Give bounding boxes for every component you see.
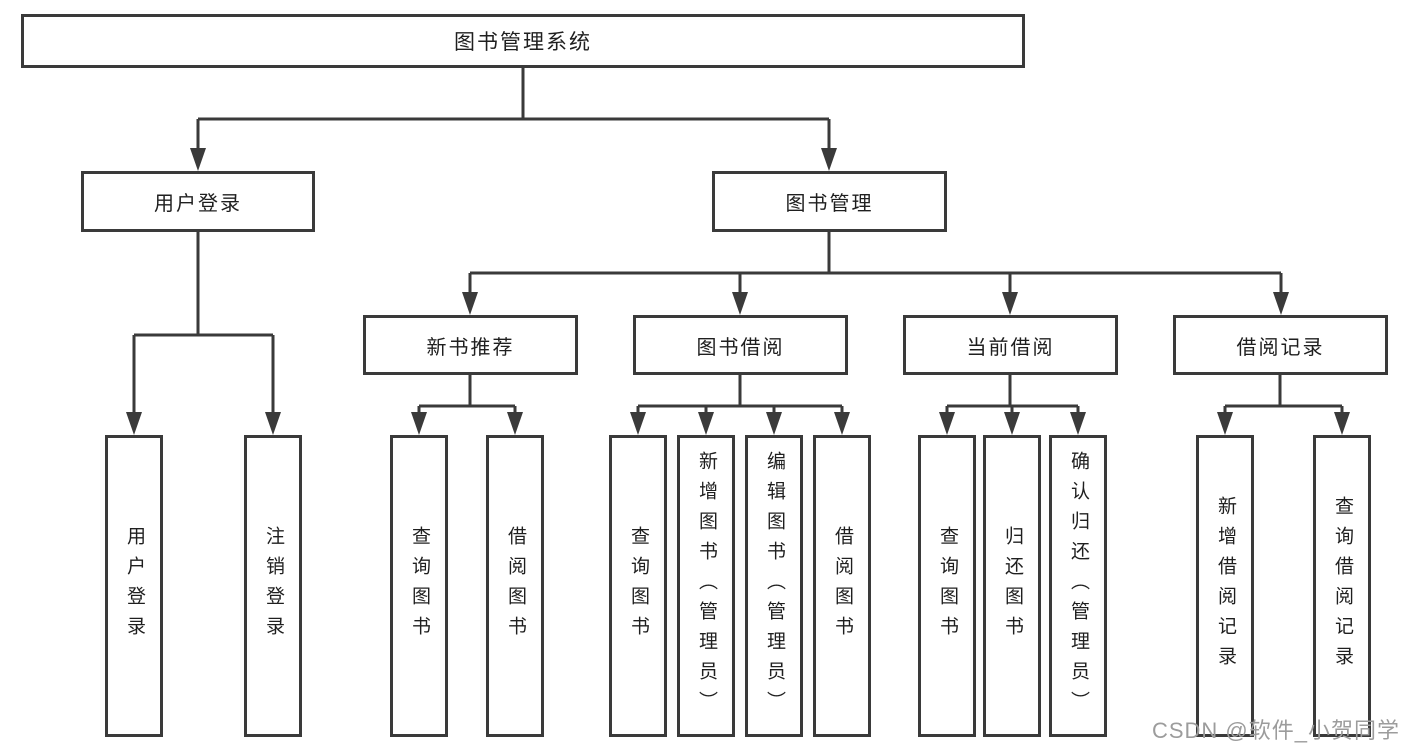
csdn-watermark: CSDN @软件_小贺同学	[1151, 718, 1400, 743]
node-label: 用户登录	[154, 193, 242, 215]
leaf-label: 查询图书	[627, 526, 649, 646]
node-book-borrowing: 图书借阅	[633, 315, 848, 375]
leaf-borrow-books-recommend: 借阅图书	[486, 435, 544, 737]
node-user-login: 用户登录	[81, 171, 315, 232]
node-label: 新书推荐	[426, 336, 515, 359]
leaf-label: 借阅图书	[831, 526, 853, 646]
leaf-query-books-borrowing: 查询图书	[609, 435, 667, 737]
leaf-label: 用户登录	[123, 526, 145, 646]
leaf-query-books-recommend: 查询图书	[390, 435, 448, 737]
leaf-label: 归还图书	[1001, 526, 1023, 646]
leaf-label: 查询图书	[936, 526, 958, 646]
leaf-label: 新增图书（管理员）	[695, 451, 717, 721]
leaf-return-books: 归还图书	[983, 435, 1041, 737]
node-label: 借阅记录	[1236, 336, 1325, 359]
node-current-borrowing: 当前借阅	[903, 315, 1118, 375]
node-library-system: 图书管理系统	[21, 14, 1025, 68]
leaf-label: 编辑图书（管理员）	[763, 451, 785, 721]
node-label: 图书管理系统	[454, 31, 592, 54]
leaf-edit-books-admin: 编辑图书（管理员）	[745, 435, 803, 737]
leaf-borrow-books: 借阅图书	[813, 435, 871, 737]
leaf-query-books-current: 查询图书	[918, 435, 976, 737]
leaf-label: 查询借阅记录	[1331, 496, 1353, 676]
node-label: 图书管理	[785, 193, 874, 215]
leaf-label: 查询图书	[408, 526, 430, 646]
leaf-label: 注销登录	[262, 526, 284, 646]
leaf-label: 确认归还（管理员）	[1067, 451, 1089, 721]
node-label: 图书借阅	[696, 336, 785, 359]
leaf-user-login: 用户登录	[105, 435, 163, 737]
leaf-query-borrow-record: 查询借阅记录	[1313, 435, 1371, 737]
leaf-label: 借阅图书	[504, 526, 526, 646]
node-book-management: 图书管理	[712, 171, 947, 232]
node-new-book-recommend: 新书推荐	[363, 315, 578, 375]
node-label: 当前借阅	[966, 336, 1055, 359]
leaf-label: 新增借阅记录	[1214, 496, 1236, 676]
leaf-add-books-admin: 新增图书（管理员）	[677, 435, 735, 737]
leaf-logout: 注销登录	[244, 435, 302, 737]
leaf-add-borrow-record: 新增借阅记录	[1196, 435, 1254, 737]
node-borrowing-records: 借阅记录	[1173, 315, 1388, 375]
leaf-confirm-return-admin: 确认归还（管理员）	[1049, 435, 1107, 737]
